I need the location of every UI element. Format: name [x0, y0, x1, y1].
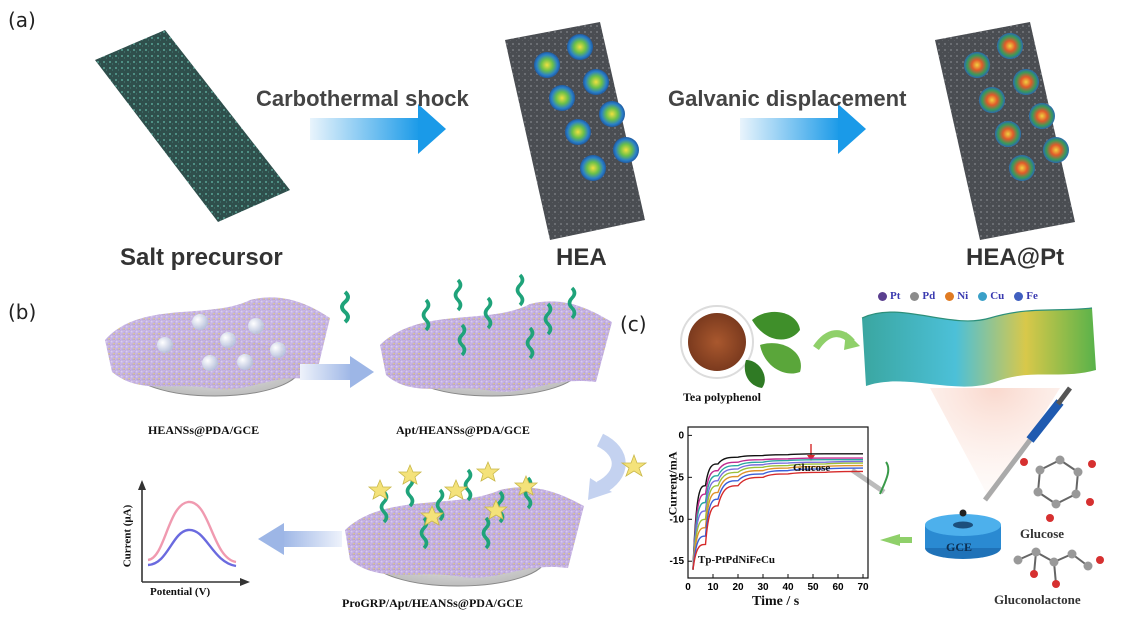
gluconolactone-label: Gluconolactone: [994, 592, 1081, 607]
arrow-step2-to-step3: [588, 433, 626, 500]
legend-swatch-pd: [910, 291, 920, 301]
glucose-molecule: [1020, 455, 1096, 522]
chart-xlabel: Time / s: [752, 594, 800, 609]
legend-cu: Cu: [978, 290, 1004, 302]
focus-cone: [930, 388, 1060, 500]
glucose-molecule-label: Glucose: [1020, 526, 1065, 541]
legend-swatch-cu: [978, 291, 988, 301]
chart-annotation: Tp-PtPdNiFeCu: [698, 554, 775, 566]
legend-pt: Pt: [878, 290, 900, 302]
tea-polyphenol-label: Tea polyphenol: [683, 390, 761, 404]
arrow-electrode-to-chart: [880, 534, 912, 546]
gluconolactone-molecule: [1013, 547, 1104, 588]
tea-polyphenol-illustration: [680, 305, 801, 388]
step3-label: ProGRP/Apt/HEANSs@PDA/GCE: [342, 596, 523, 610]
hea-label: HEA: [556, 244, 607, 271]
dpv-plot: [138, 480, 250, 586]
galvanic-arrow: [740, 104, 866, 154]
salt-precursor-slab: [95, 30, 290, 222]
panel-label-c: (c): [620, 312, 647, 336]
step2-label: Apt/HEANSs@PDA/GCE: [396, 423, 530, 437]
gce-label: GCE: [946, 540, 973, 554]
legend-ni: Ni: [945, 290, 968, 302]
hea-nanosheet: [861, 307, 1096, 387]
dpv-ylabel: Current (μA): [121, 504, 134, 568]
legend-fe: Fe: [1014, 290, 1038, 302]
dpv-xlabel: Potential (V): [150, 586, 211, 598]
electrode-probe-icon: [850, 461, 890, 495]
hea-pt-slab: [935, 22, 1075, 240]
chart-ylabel: Current/mA: [665, 451, 680, 516]
pipette-icon: [983, 386, 1072, 502]
panel-label-a: (a): [8, 8, 36, 32]
arrow-tea-head: [844, 332, 860, 350]
carbothermal-arrow: [310, 104, 446, 154]
hea-slab: [505, 22, 645, 240]
chart-glucose-label: Glucose: [793, 462, 831, 474]
legend-pd: Pd: [910, 290, 935, 302]
step1-label: HEANSs@PDA/GCE: [148, 423, 260, 437]
electrode-step3: [345, 460, 584, 587]
panel-label-b: (b): [8, 300, 37, 324]
legend-swatch-ni: [945, 291, 955, 301]
aptamer-free: [340, 290, 350, 324]
legend-swatch-fe: [1014, 291, 1024, 301]
gce-electrode: [925, 509, 1001, 559]
legend-swatch-pt: [878, 291, 887, 301]
electrode-step2: [380, 273, 612, 397]
salt-precursor-label: Salt precursor: [120, 244, 283, 271]
arrow-step3-to-plot: [258, 523, 342, 555]
carbothermal-shock-label: Carbothermal shock: [256, 86, 469, 111]
hea-pt-label: HEA@Pt: [966, 244, 1065, 271]
progrp-star-free: [620, 453, 648, 477]
element-legend: Pt Pd Ni Cu Fe: [878, 290, 1038, 302]
galvanic-displacement-label: Galvanic displacement: [668, 86, 907, 111]
electrode-step1: [105, 297, 330, 397]
arrow-step1-to-step2: [300, 356, 374, 388]
